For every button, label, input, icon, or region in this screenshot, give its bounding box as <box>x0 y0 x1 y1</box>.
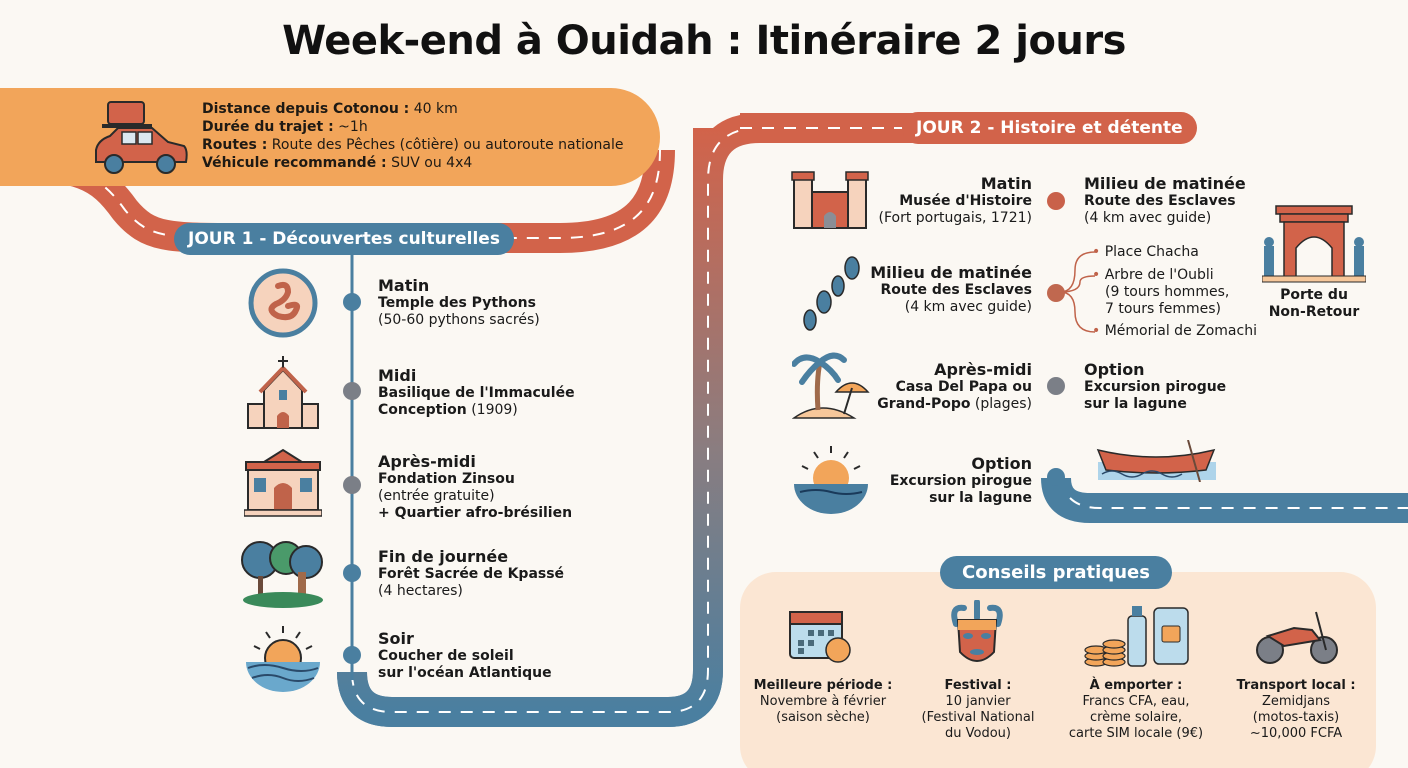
trip-info-text: Distance depuis Cotonou : 40 km Durée du… <box>202 100 624 172</box>
day1-stop-morning: Matin Temple des Pythons (50-60 pythons … <box>378 276 540 328</box>
day2-stop-mid-morning: Milieu de matinée Route des Esclaves (4 … <box>870 263 1032 315</box>
day2-right-option: Option Excursion pirogue sur la lagune <box>1084 360 1227 412</box>
tip-best-period: Meilleure période : Novembre à février (… <box>753 678 893 725</box>
sublist-item: • Mémorial de Zomachi <box>1092 323 1257 339</box>
tips-panel <box>740 572 1376 768</box>
coins-water-sim-icon <box>1084 606 1189 667</box>
timeline-dot <box>343 476 361 494</box>
day1-stop-evening: Soir Coucher de soleil sur l'océan Atlan… <box>378 629 552 681</box>
tips-label: Conseils pratiques <box>940 556 1172 589</box>
timeline-dot <box>1047 468 1065 486</box>
forest-icon <box>241 541 323 608</box>
canoe-icon <box>1096 440 1216 482</box>
gate-of-no-return-icon <box>1262 205 1366 283</box>
timeline-dot <box>1047 284 1065 302</box>
python-snake-icon <box>248 268 318 338</box>
timeline-dot <box>343 293 361 311</box>
day2-stop-morning: Matin Musée d'Histoire (Fort portugais, … <box>878 174 1033 226</box>
timeline-dot <box>343 646 361 664</box>
page-title: Week-end à Ouidah : Itinéraire 2 jours <box>282 18 1126 64</box>
monument-label: Porte du Non-Retour <box>1268 287 1360 320</box>
day1-stop-afternoon: Après-midi Fondation Zinsou (entrée grat… <box>378 452 573 521</box>
info-duration: Durée du trajet : ~1h <box>202 119 368 135</box>
tip-festival: Festival : 10 janvier (Festival National… <box>921 678 1035 741</box>
palm-beach-icon <box>792 352 870 419</box>
car-with-luggage-icon <box>95 101 188 174</box>
day2-stop-option: Option Excursion pirogue sur la lagune <box>889 454 1032 506</box>
calendar-sun-icon <box>789 611 851 663</box>
tribal-mask-icon <box>951 600 1003 662</box>
timeline-dot <box>343 564 361 582</box>
sunset-ocean-icon <box>794 446 868 514</box>
timeline-dot <box>343 382 361 400</box>
info-vehicle: Véhicule recommandé : SUV ou 4x4 <box>202 155 473 171</box>
day2-right-mid-morning: Milieu de matinée Route des Esclaves (4 … <box>1084 174 1246 226</box>
motorcycle-icon <box>1256 611 1338 664</box>
day1-stop-noon: Midi Basilique de l'Immaculée Conception… <box>378 366 575 418</box>
church-icon <box>247 356 319 429</box>
day2-label: JOUR 2 - Histoire et détente <box>902 112 1197 144</box>
sublist-item: • Place Chacha <box>1092 244 1199 260</box>
day2-stop-afternoon: Après-midi Casa Del Papa ou Grand-Popo (… <box>877 360 1032 412</box>
day1-label: JOUR 1 - Découvertes culturelles <box>174 223 514 255</box>
tip-what-to-bring: À emporter : Francs CFA, eau, crème sola… <box>1068 678 1204 741</box>
sublist-item: • Arbre de l'Oubli <box>1092 267 1214 283</box>
sunset-ocean-icon <box>246 626 320 692</box>
footprints-icon <box>803 256 860 331</box>
timeline-dot <box>1047 377 1065 395</box>
info-distance: Distance depuis Cotonou : 40 km <box>202 101 458 117</box>
day1-stop-end-of-day: Fin de journée Forêt Sacrée de Kpassé (4… <box>378 547 565 599</box>
info-routes: Routes : Route des Pêches (côtière) ou a… <box>202 137 624 153</box>
timeline-dot <box>1047 192 1065 210</box>
fort-castle-icon <box>791 171 869 229</box>
museum-building-icon <box>244 448 322 517</box>
route-sublist: • Place Chacha • Arbre de l'Oubli (9 tou… <box>1092 244 1257 339</box>
tip-local-transport: Transport local : Zemidjans (motos-taxis… <box>1236 678 1356 741</box>
